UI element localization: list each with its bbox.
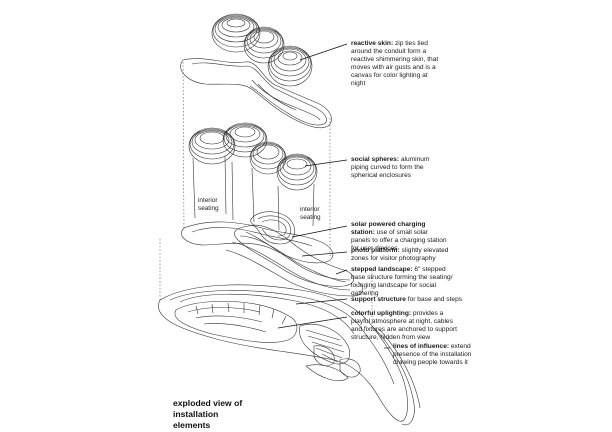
label-lines-of-influence: lines of influence: extend presence of t… [393, 343, 487, 367]
label-social-spheres: social spheres: aluminum piping curved t… [351, 156, 443, 180]
interior-seating-right: interior seating [300, 206, 330, 222]
reactive-skin-layer [181, 14, 332, 128]
skin-lobe [268, 46, 312, 86]
diagram-caption: exploded view of installation elements [173, 398, 257, 430]
sphere [250, 142, 286, 174]
label-stepped-landscape: stepped landscape: 6" stepped base struc… [351, 266, 461, 298]
label-photo-platform: photo platform: slightly elevated zones … [351, 247, 449, 263]
interior-seating-left: interior seating [198, 197, 228, 213]
sphere [277, 154, 317, 190]
social-spheres-layer [181, 123, 332, 263]
label-support-structure: support structure for base and steps [351, 296, 481, 304]
sphere [223, 123, 267, 157]
skin-lobe [212, 14, 260, 52]
rib-ticks [196, 303, 286, 324]
label-colorful-uplighting: colorful uplighting: provides a playful … [351, 310, 457, 342]
step-lines [306, 330, 344, 362]
label-reactive-skin: reactive skin: zip ties tied around the … [351, 40, 443, 89]
